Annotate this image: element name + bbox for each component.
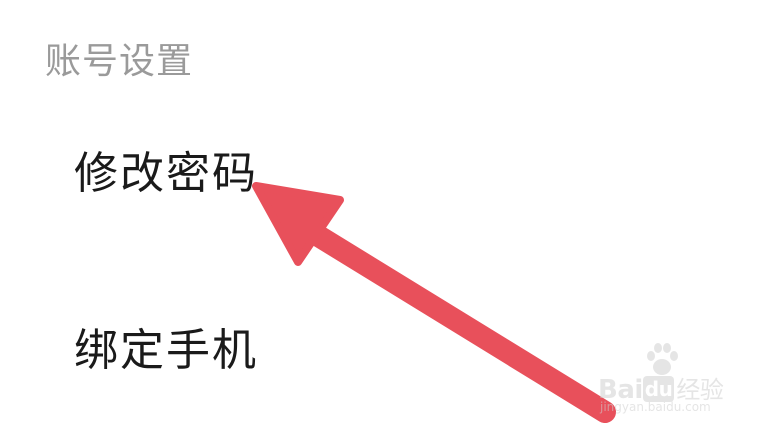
watermark-url: jingyan.baidu.com	[600, 400, 711, 414]
menu-item-bind-phone[interactable]: 绑定手机	[74, 325, 258, 376]
menu-item-change-password[interactable]: 修改密码	[74, 148, 258, 199]
arrow-head	[252, 182, 344, 266]
section-title-account-settings: 账号设置	[45, 41, 194, 82]
arrow-shaft	[301, 221, 616, 423]
watermark-brand-prefix: Bai	[598, 375, 643, 405]
watermark-brand-du: du	[642, 376, 675, 402]
paw-icon	[647, 343, 678, 375]
watermark-brand-suffix: 经验	[676, 376, 724, 404]
